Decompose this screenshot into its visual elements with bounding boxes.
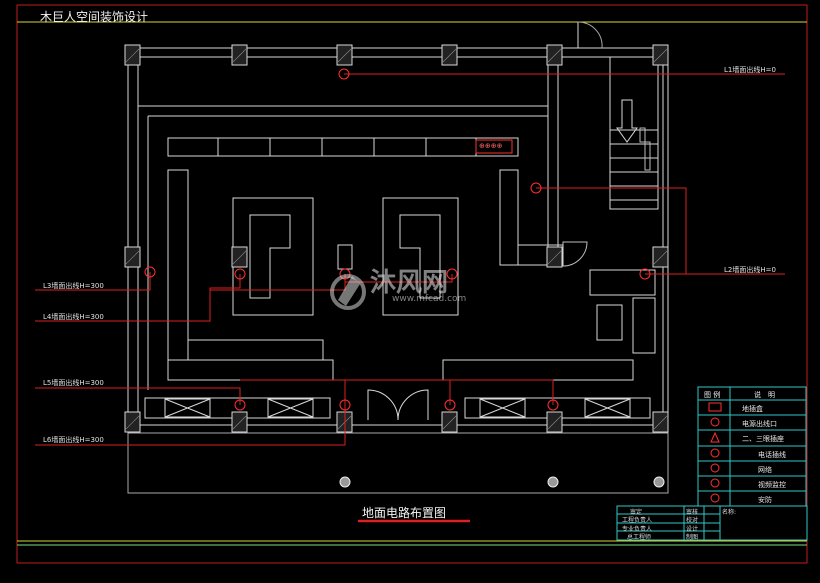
bollards (339, 476, 665, 488)
circuit-lines (35, 73, 785, 446)
tb-drafting: 制图 (686, 534, 699, 541)
outlet-symbols (144, 68, 651, 411)
floor-socket-box: ⊕⊕⊕⊕ (479, 142, 503, 150)
watermark-text: 沐风网 (370, 268, 449, 298)
legend-item-video: 视频监控 (758, 481, 786, 489)
legend-item-socket: 二、三眼插座 (742, 435, 784, 443)
legend-item-phone: 电话插线 (758, 451, 786, 459)
watermark-url: www.mfcad.com (392, 294, 467, 304)
legend-item-power-outlet: 电源出线口 (742, 420, 777, 428)
title-block (616, 505, 808, 541)
wall-outlet-label-l1: L1墙面出线H=0 (724, 66, 776, 74)
legend-header-desc: 说 明 (754, 391, 775, 399)
watermark-logo (330, 274, 366, 310)
wall-outlet-label-l6: L6墙面出线H=300 (43, 436, 104, 444)
tb-review: 审核 (686, 509, 699, 516)
tb-project-lead: 工程负责人 (622, 517, 653, 524)
legend-symbols (708, 402, 722, 503)
tb-design: 设计 (686, 526, 699, 533)
wall-outlet-label-l5: L5墙面出线H=300 (43, 379, 104, 387)
legend-header-symbol: 图 例 (704, 391, 721, 399)
tb-discipline-lead: 专业负责人 (622, 526, 653, 533)
tb-approve: 审定 (630, 509, 643, 516)
tb-name-label: 名称: (722, 509, 737, 516)
wall-outlet-label-l3: L3墙面出线H=300 (43, 282, 104, 290)
legend-item-security: 安防 (758, 496, 772, 504)
wall-outlet-label-l2: L2墙面出线H=0 (724, 266, 776, 274)
tb-proofread: 校对 (686, 517, 699, 524)
tb-chief-engineer: 总工程师 (627, 534, 652, 541)
structural-columns (124, 44, 669, 433)
drawing-caption: 地面电路布置图 (362, 506, 447, 520)
column-hatch (125, 48, 668, 430)
company-title: 木巨人空间装饰设计 (40, 10, 149, 24)
building-walls (127, 21, 669, 494)
outer-frame (16, 4, 808, 564)
legend-item-network: 网络 (758, 466, 772, 474)
wall-outlet-label-l4: L4墙面出线H=300 (43, 313, 104, 321)
legend-item-floor-box: 地插盒 (742, 405, 763, 413)
